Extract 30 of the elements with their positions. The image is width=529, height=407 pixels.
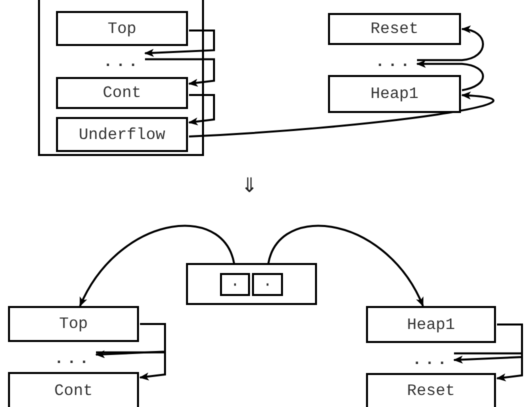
arrow	[417, 26, 484, 62]
pointer-cell: ·	[220, 273, 250, 296]
stack-cell: Top	[8, 306, 139, 342]
arrow	[96, 351, 166, 380]
stack-cell: Reset	[366, 373, 496, 407]
arrow	[144, 30, 215, 57]
pair-box	[186, 263, 317, 305]
arrow	[79, 224, 236, 307]
arrow	[266, 224, 424, 307]
ellipsis: ...	[372, 50, 416, 74]
stack-cell: Cont	[8, 372, 139, 407]
arrow	[95, 323, 166, 358]
arrow	[453, 324, 523, 364]
stack-cell: Cont	[56, 77, 188, 109]
stack-cell: Reset	[328, 13, 461, 45]
ellipsis: ...	[409, 349, 453, 371]
stack-frame	[38, 0, 204, 156]
stack-cell: Heap1	[366, 306, 496, 343]
arrow	[454, 352, 523, 382]
arrow	[188, 92, 494, 138]
ellipsis: ...	[51, 348, 95, 370]
stack-cell: Heap1	[328, 75, 461, 113]
arrow	[145, 58, 215, 87]
ellipsis: ...	[100, 50, 144, 74]
stack-cell: Top	[56, 11, 188, 46]
arrow	[188, 94, 215, 126]
pointer-cell: ·	[252, 273, 283, 296]
arrow	[416, 60, 484, 92]
stack-cell: Underflow	[56, 117, 188, 152]
double-down-arrow: ⇓	[241, 173, 258, 197]
